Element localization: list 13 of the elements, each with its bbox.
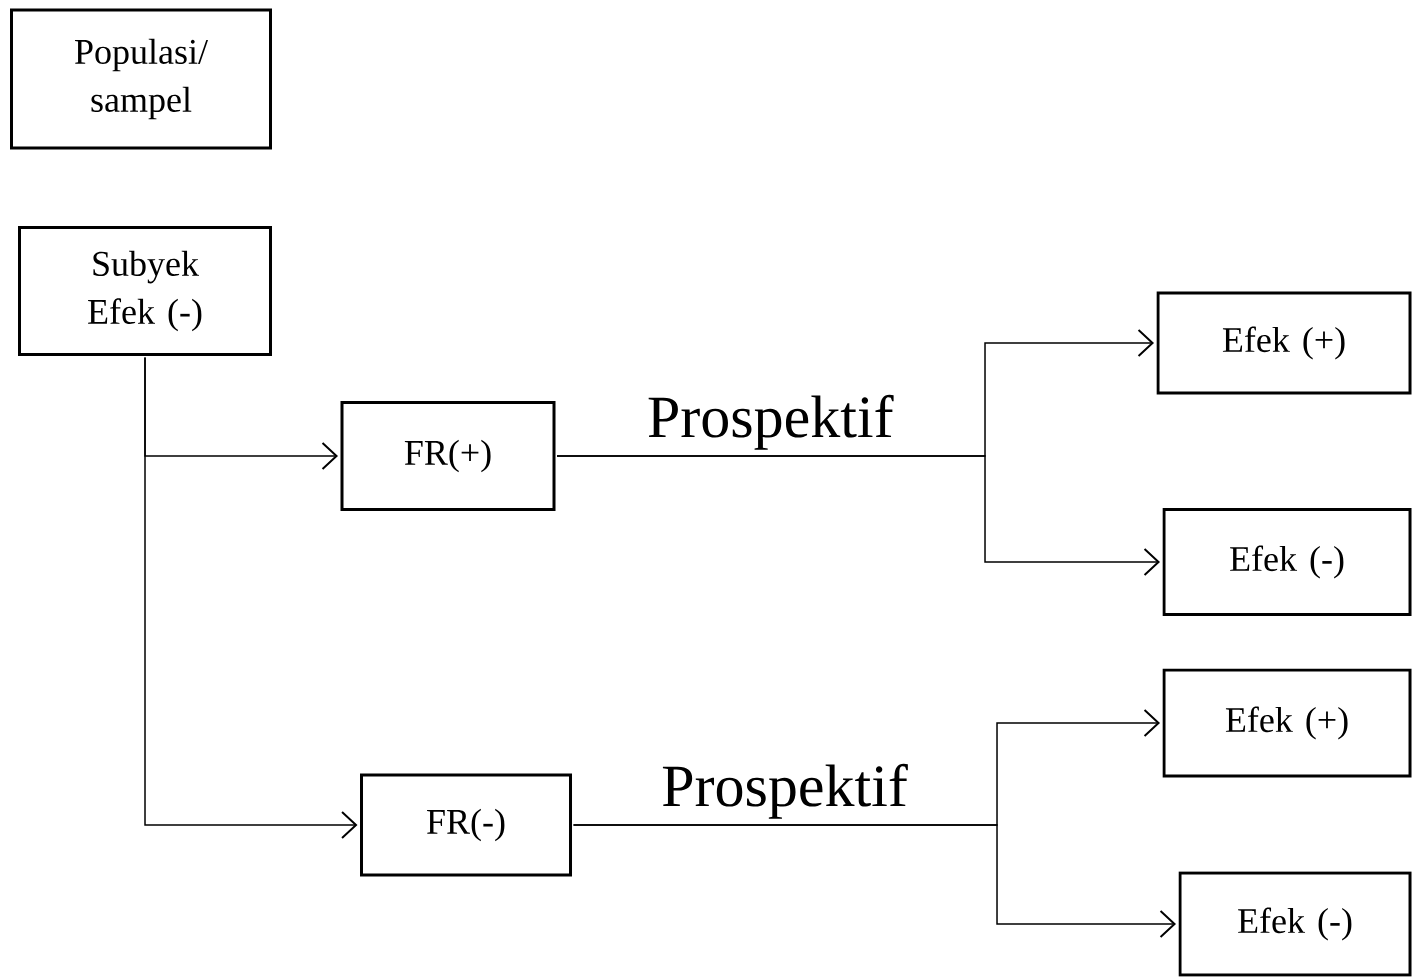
process-box: FR(+): [340, 401, 556, 511]
process-box: Subyek Efek (-): [18, 226, 272, 356]
edge-label: Prospektif: [659, 761, 910, 821]
edge-label: Prospektif: [644, 392, 896, 452]
process-box: Populasi/ sampel: [10, 8, 272, 150]
arrow: [556, 455, 1160, 576]
process-box: FR(-): [360, 773, 572, 877]
arrow: [572, 824, 1176, 938]
process-box: Efek (+): [1162, 668, 1412, 778]
process-box: Efek (-): [1178, 871, 1412, 977]
process-box: Efek (+): [1156, 291, 1412, 395]
process-box: Efek (-): [1162, 508, 1412, 616]
arrow: [144, 356, 358, 839]
